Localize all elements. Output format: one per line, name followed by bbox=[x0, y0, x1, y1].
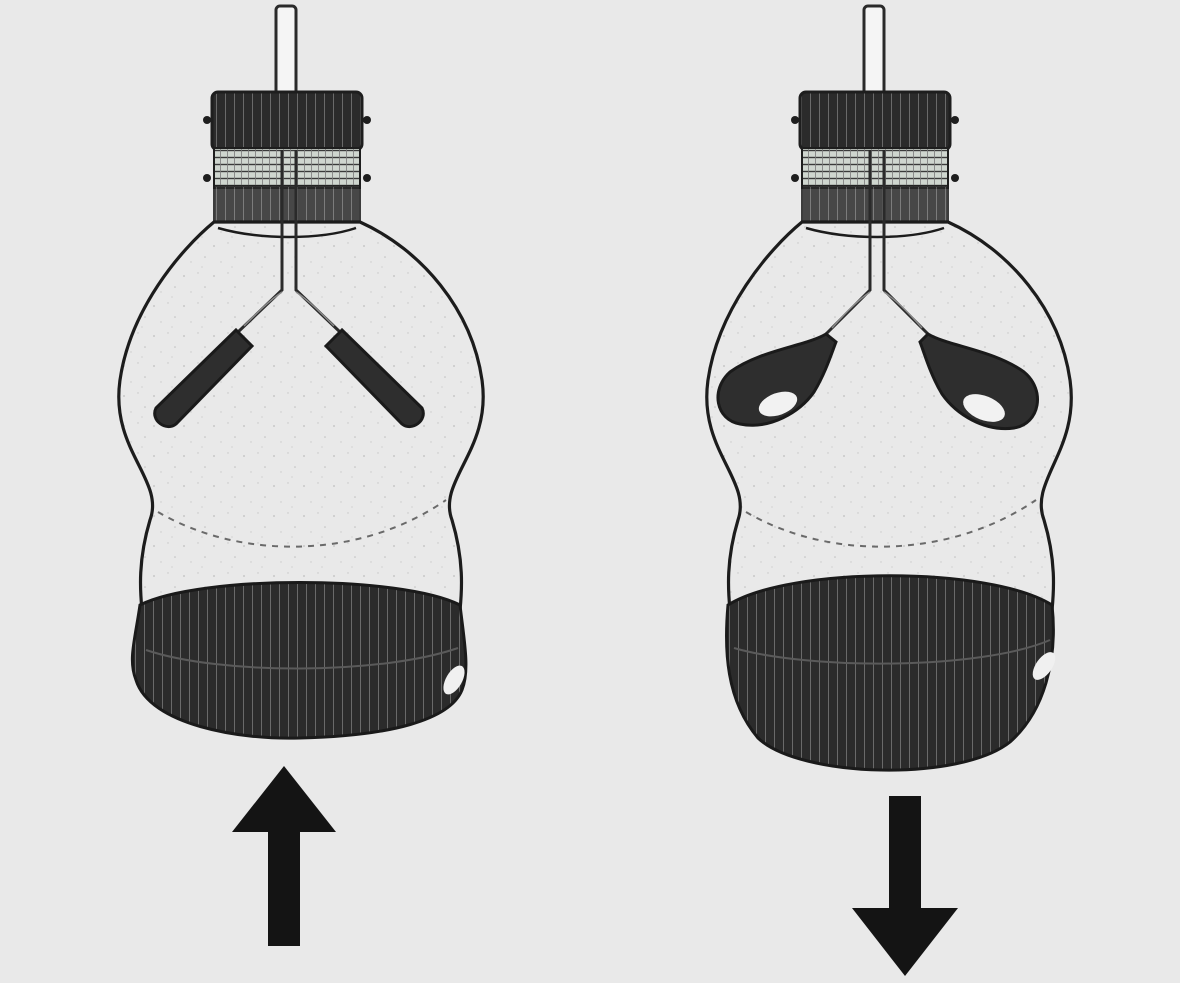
right-stopper bbox=[791, 92, 959, 222]
left-tube bbox=[276, 6, 296, 102]
right-diaphragm bbox=[726, 576, 1059, 770]
arrow-up-icon bbox=[232, 766, 336, 946]
right-tube bbox=[864, 6, 884, 102]
left-stopper bbox=[203, 92, 371, 222]
right-panel bbox=[707, 6, 1072, 976]
left-panel bbox=[119, 6, 483, 946]
arrow-down-icon bbox=[852, 796, 958, 976]
left-diaphragm bbox=[132, 583, 469, 739]
